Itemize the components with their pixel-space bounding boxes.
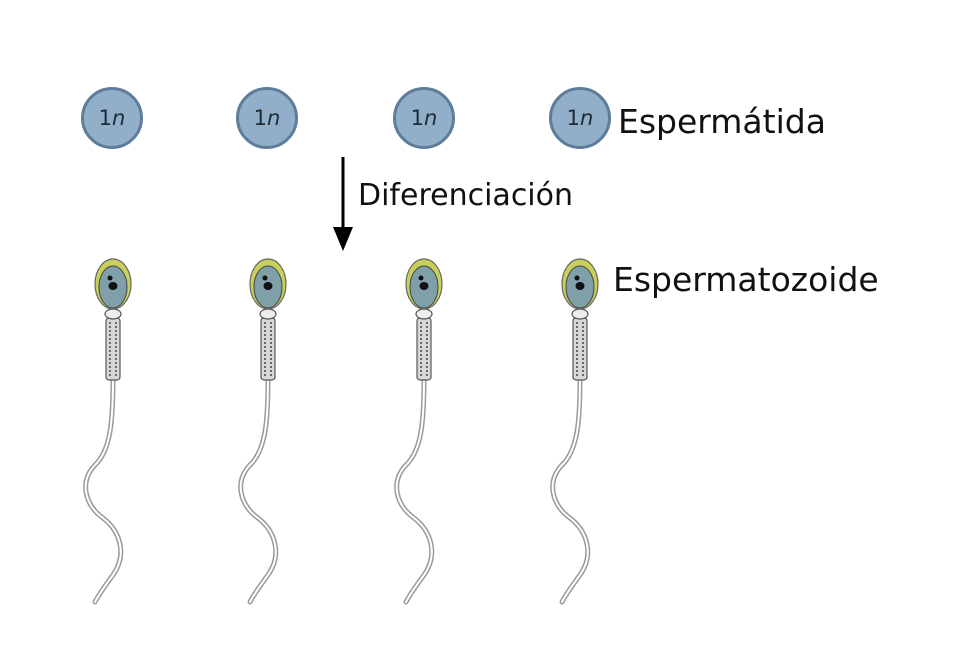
sperm-drawing xyxy=(394,258,443,605)
sperm-drawing xyxy=(238,258,287,605)
differentiation-label: Diferenciación xyxy=(358,178,574,213)
cell-ploidy: n xyxy=(580,106,594,130)
spermatozoon-icon xyxy=(238,258,287,605)
cell-number: 1 xyxy=(98,106,113,130)
cell-number: 1 xyxy=(566,106,581,130)
spermatid-label: Espermátida xyxy=(618,102,826,141)
spermatozoon-icon xyxy=(394,258,443,605)
sperm-drawing xyxy=(550,258,599,605)
arrow-down-icon xyxy=(333,157,353,251)
spermatozoon-icon xyxy=(83,258,132,605)
cell-ploidy: n xyxy=(267,106,281,130)
spermatozoon-icon xyxy=(550,258,599,605)
cell-ploidy: n xyxy=(424,106,438,130)
spermatozoon-label: Espermatozoide xyxy=(613,260,879,299)
cell-number: 1 xyxy=(253,106,268,130)
sperm-drawing xyxy=(83,258,132,605)
cell-ploidy: n xyxy=(112,106,126,130)
cell-number: 1 xyxy=(410,106,425,130)
